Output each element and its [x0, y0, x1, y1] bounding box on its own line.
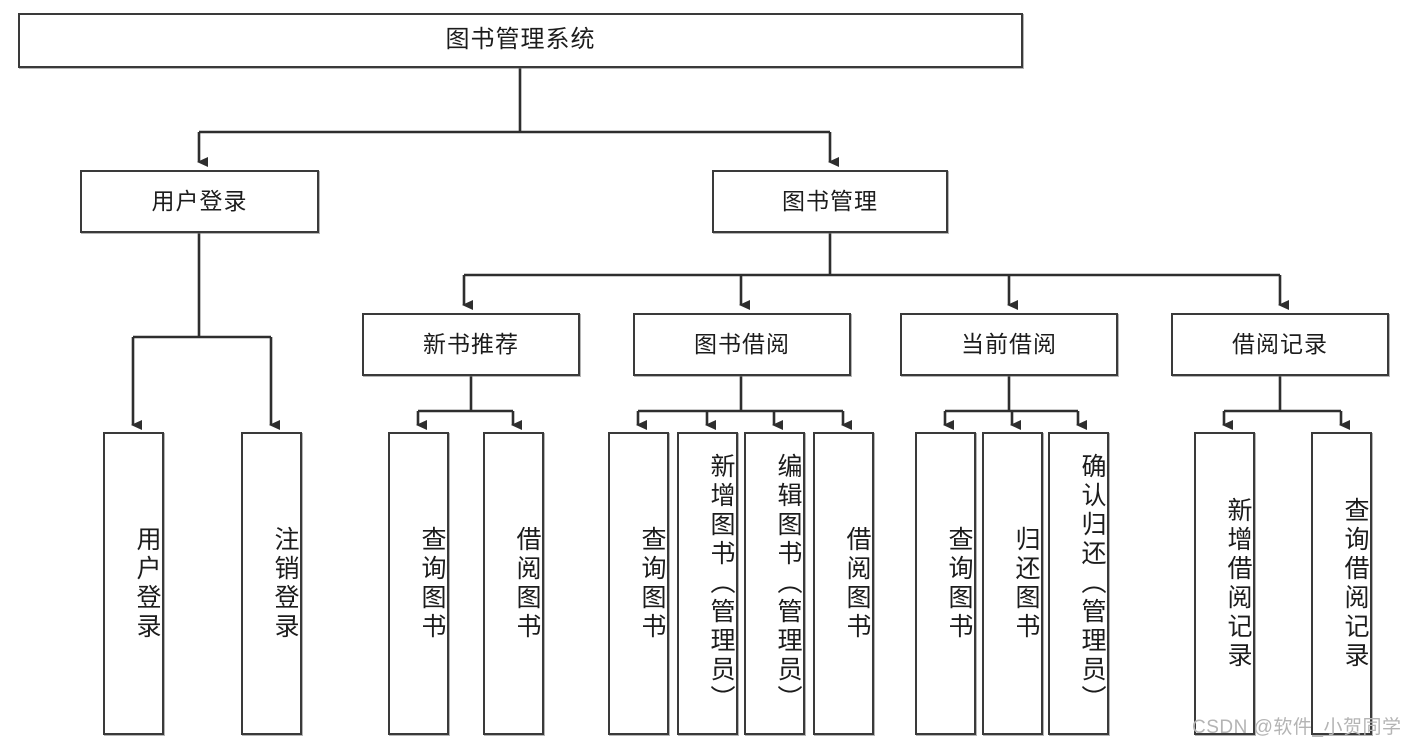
node-label: 图书管理系统 [445, 26, 596, 54]
node-logout-leaf[interactable]: 注销登录 [241, 432, 302, 735]
node-book-management[interactable]: 图书管理 [712, 170, 948, 233]
node-label: 查询图书 [638, 525, 666, 642]
node-query-book-3[interactable]: 查询图书 [915, 432, 976, 735]
node-label: 图书管理 [782, 187, 878, 214]
node-book-management-system[interactable]: 图书管理系统 [18, 13, 1023, 68]
node-user-login-leaf[interactable]: 用户登录 [103, 432, 164, 735]
node-query-book-2[interactable]: 查询图书 [608, 432, 669, 735]
node-label: 编辑图书（管理员） [774, 453, 802, 714]
node-user-login[interactable]: 用户登录 [80, 170, 319, 233]
node-borrow-record[interactable]: 借阅记录 [1171, 313, 1389, 376]
node-label: 图书借阅 [694, 330, 790, 357]
node-label: 查询图书 [945, 525, 973, 642]
node-label: 用户登录 [151, 187, 248, 214]
node-label: 查询图书 [418, 525, 446, 642]
node-query-borrow-record[interactable]: 查询借阅记录 [1311, 432, 1372, 735]
node-label: 新书推荐 [423, 330, 519, 357]
node-edit-book-admin[interactable]: 编辑图书（管理员） [744, 432, 805, 735]
node-label: 确认归还（管理员） [1078, 453, 1106, 714]
node-label: 当前借阅 [961, 330, 1057, 357]
node-add-borrow-record[interactable]: 新增借阅记录 [1194, 432, 1255, 735]
node-borrow-book-1[interactable]: 借阅图书 [483, 432, 544, 735]
node-new-book-recommend[interactable]: 新书推荐 [362, 313, 580, 376]
node-label: 借阅图书 [843, 525, 871, 642]
node-label: 查询借阅记录 [1341, 496, 1369, 671]
node-query-book-1[interactable]: 查询图书 [388, 432, 449, 735]
node-label: 借阅记录 [1232, 330, 1328, 357]
node-return-book[interactable]: 归还图书 [982, 432, 1043, 735]
node-add-book-admin[interactable]: 新增图书（管理员） [677, 432, 738, 735]
node-label: 新增借阅记录 [1224, 496, 1252, 671]
node-label: 新增图书（管理员） [707, 453, 735, 714]
node-confirm-return-admin[interactable]: 确认归还（管理员） [1048, 432, 1109, 735]
node-label: 注销登录 [271, 525, 299, 642]
node-label: 借阅图书 [513, 525, 541, 642]
node-borrow-book-2[interactable]: 借阅图书 [813, 432, 874, 735]
node-label: 用户登录 [133, 525, 161, 642]
node-book-borrow[interactable]: 图书借阅 [633, 313, 851, 376]
node-label: 归还图书 [1012, 525, 1040, 642]
node-current-borrow[interactable]: 当前借阅 [900, 313, 1118, 376]
watermark: CSDN @软件_小贺同学 [1192, 717, 1402, 738]
